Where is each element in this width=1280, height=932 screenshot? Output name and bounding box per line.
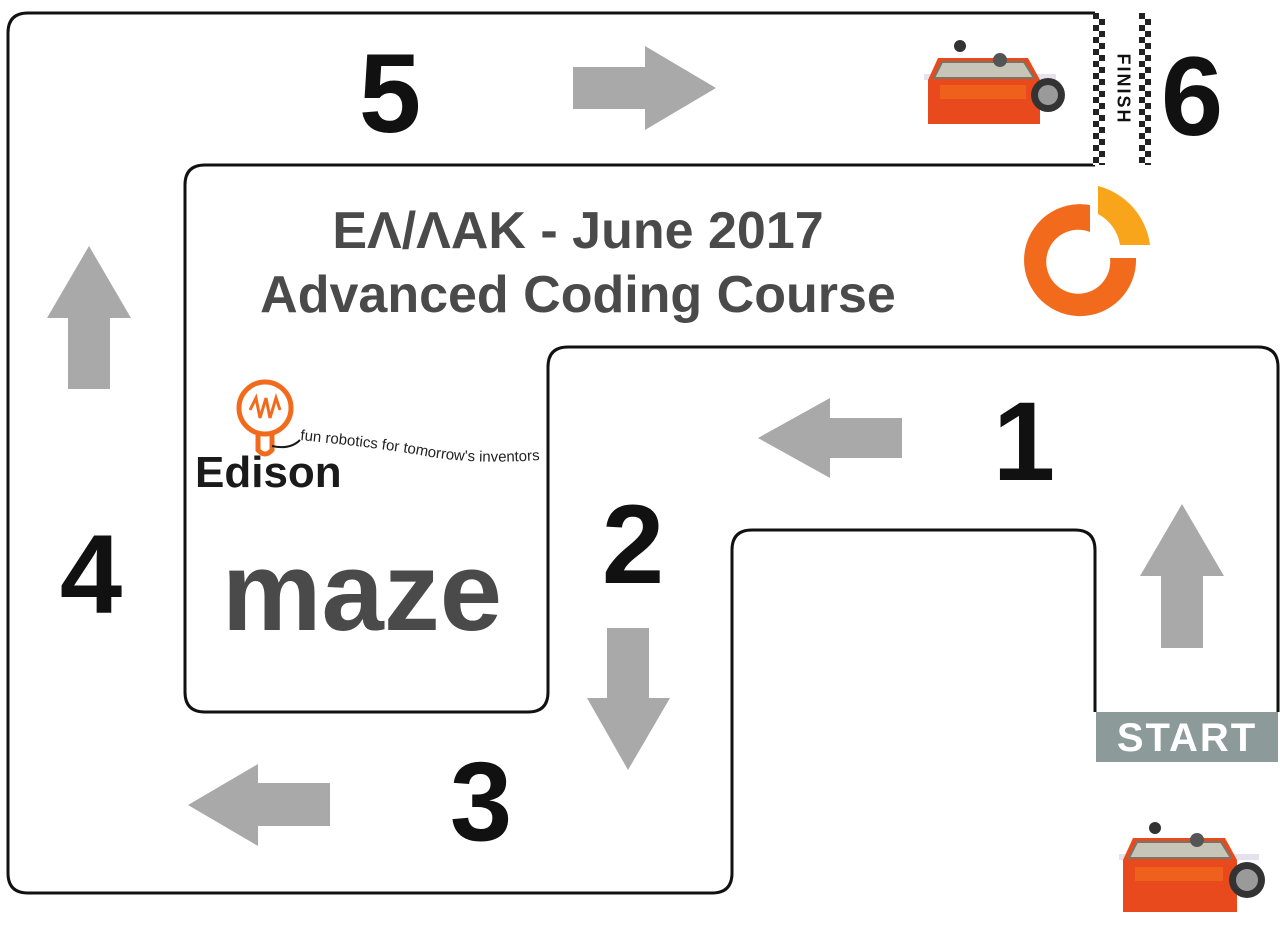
arrow-5-right: [573, 46, 716, 130]
arrow-3-left: [188, 764, 330, 846]
checker-square: [1093, 37, 1099, 43]
course-title-line1: ΕΛ/ΛΑΚ - June 2017: [332, 202, 823, 260]
step-number-5: 5: [359, 31, 421, 156]
checker-square: [1145, 151, 1151, 157]
maze-label: maze: [222, 529, 502, 654]
checker-square: [1139, 133, 1145, 139]
checker-square: [1145, 31, 1151, 37]
checker-square: [1099, 79, 1105, 85]
checker-square: [1139, 109, 1145, 115]
checker-square: [1145, 163, 1151, 165]
checker-square: [1099, 163, 1105, 165]
checker-square: [1145, 115, 1151, 121]
checker-square: [1099, 67, 1105, 73]
checker-square: [1139, 85, 1145, 91]
step-number-2: 2: [602, 482, 664, 607]
checker-square: [1139, 157, 1145, 163]
step-number-1: 1: [993, 379, 1055, 504]
step-number-6: 6: [1161, 34, 1223, 159]
inner-wall: [183, 163, 1280, 714]
checker-square: [1139, 61, 1145, 67]
checker-square: [1093, 25, 1099, 31]
arrow-2-down: [587, 628, 670, 770]
maze-walls: [6, 11, 1280, 895]
checker-square: [1139, 73, 1145, 79]
checker-square: [1145, 91, 1151, 97]
checker-square: [1093, 133, 1099, 139]
checker-square: [1145, 103, 1151, 109]
checker-square: [1099, 151, 1105, 157]
checker-square: [1139, 49, 1145, 55]
checker-square: [1093, 73, 1099, 79]
checker-square: [1145, 67, 1151, 73]
arrow-1-left: [758, 398, 902, 478]
checker-square: [1099, 91, 1105, 97]
checker-square: [1093, 97, 1099, 103]
checker-square: [1145, 79, 1151, 85]
checker-square: [1093, 145, 1099, 151]
checker-square: [1139, 13, 1145, 19]
checker-square: [1099, 43, 1105, 49]
arrow-4-up: [47, 246, 131, 389]
start-banner: START: [1096, 712, 1278, 762]
checker-square: [1099, 127, 1105, 133]
checker-square: [1093, 109, 1099, 115]
checker-square: [1093, 61, 1099, 67]
checker-square: [1099, 115, 1105, 121]
arrow-start-up: [1140, 504, 1224, 648]
checkered-flag-icon: FINISH: [1093, 13, 1151, 165]
outer-wall: [6, 11, 1097, 895]
step-number-4: 4: [60, 512, 122, 637]
edison-lightbulb-icon: [236, 379, 301, 457]
checker-square: [1139, 25, 1145, 31]
step-number-3: 3: [450, 739, 512, 864]
checker-square: [1093, 121, 1099, 127]
checker-square: [1145, 43, 1151, 49]
checker-square: [1139, 145, 1145, 151]
checker-square: [1099, 103, 1105, 109]
checker-square: [1093, 49, 1099, 55]
open-source-logo-icon: [1024, 186, 1150, 317]
checker-square: [1145, 19, 1151, 25]
finish-label: FINISH: [1113, 53, 1133, 124]
edison-robot-icon: [924, 40, 1065, 124]
checker-square: [1145, 139, 1151, 145]
checker-square: [1093, 85, 1099, 91]
checker-square: [1139, 97, 1145, 103]
checker-square: [1139, 121, 1145, 127]
checker-square: [1145, 127, 1151, 133]
checker-square: [1093, 157, 1099, 163]
checker-square: [1093, 13, 1099, 19]
edison-logo: Edison fun robotics for tomorrow's inven…: [195, 379, 540, 497]
checker-square: [1139, 37, 1145, 43]
course-title-line2: Advanced Coding Course: [260, 266, 896, 324]
checker-square: [1099, 139, 1105, 145]
checker-square: [1145, 55, 1151, 61]
edison-wordmark: Edison: [195, 448, 342, 497]
checker-square: [1099, 31, 1105, 37]
checker-square: [1099, 19, 1105, 25]
checker-square: [1099, 55, 1105, 61]
edison-robot-icon: [1119, 822, 1265, 912]
start-label: START: [1117, 716, 1257, 760]
